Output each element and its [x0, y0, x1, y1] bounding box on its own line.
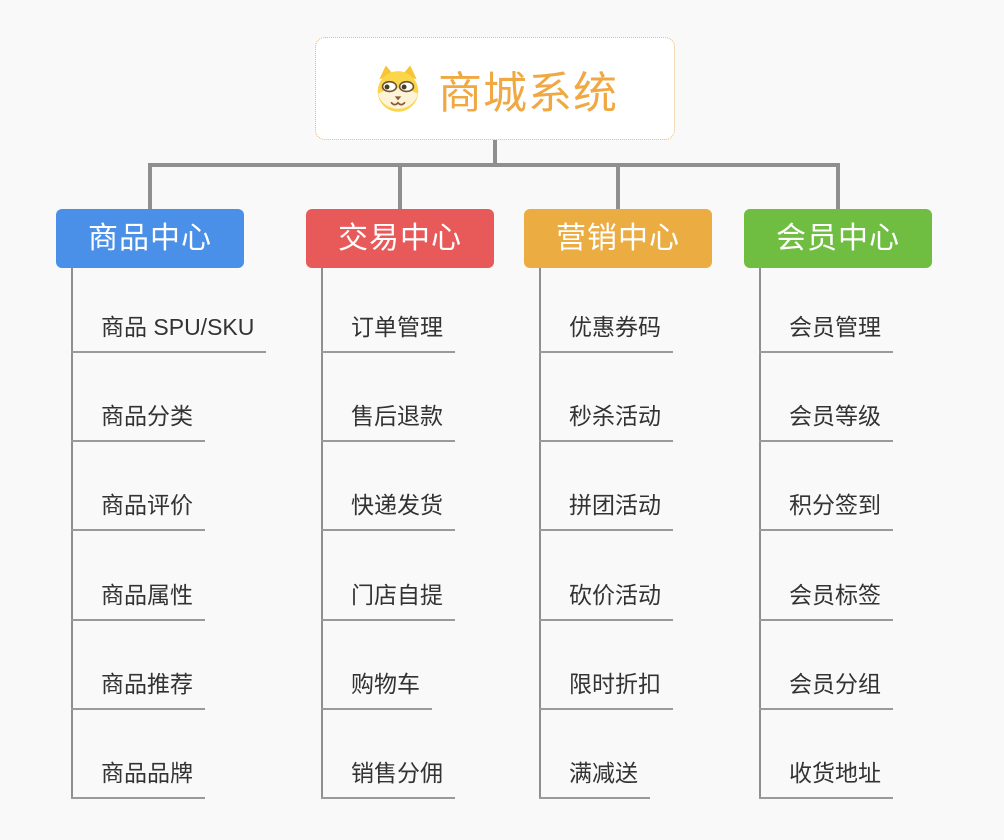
branch-column-trade: 交易中心 订单管理 售后退款 快递发货 门店自提 购物车 销售分佣 [306, 0, 566, 840]
leaf-node[interactable]: 秒杀活动 [539, 397, 673, 442]
branch-column-product: 商品中心 商品 SPU/SKU 商品分类 商品评价 商品属性 商品推荐 商品品牌 [56, 0, 316, 840]
branch-drop-line [398, 163, 402, 210]
leaf-node[interactable]: 拼团活动 [539, 486, 673, 531]
branch-drop-line [836, 163, 840, 210]
leaf-node[interactable]: 收货地址 [759, 754, 893, 799]
dog-face-icon [372, 63, 424, 115]
leaf-node[interactable]: 门店自提 [321, 576, 455, 621]
leaf-node[interactable]: 商品品牌 [71, 754, 205, 799]
branch-node-marketing[interactable]: 营销中心 [524, 209, 712, 268]
leaf-node[interactable]: 限时折扣 [539, 665, 673, 710]
leaf-node[interactable]: 购物车 [321, 665, 432, 710]
child-connector-line [759, 268, 761, 799]
branch-column-marketing: 营销中心 优惠券码 秒杀活动 拼团活动 砍价活动 限时折扣 满减送 [524, 0, 784, 840]
leaf-node[interactable]: 商品推荐 [71, 665, 205, 710]
leaf-node[interactable]: 会员标签 [759, 576, 893, 621]
leaf-node[interactable]: 会员等级 [759, 397, 893, 442]
leaf-node[interactable]: 快递发货 [321, 486, 455, 531]
leaf-node[interactable]: 满减送 [539, 754, 650, 799]
root-title: 商城系统 [438, 68, 618, 118]
leaf-node[interactable]: 销售分佣 [321, 754, 455, 799]
leaf-node[interactable]: 商品评价 [71, 486, 205, 531]
child-connector-line [321, 268, 323, 799]
leaf-node[interactable]: 商品 SPU/SKU [71, 308, 267, 353]
leaf-node[interactable]: 会员管理 [759, 308, 893, 353]
root-node[interactable]: 商城系统 [315, 37, 675, 140]
branch-drop-line [148, 163, 152, 210]
branch-connector-line [148, 163, 840, 167]
branch-node-product[interactable]: 商品中心 [56, 209, 244, 268]
leaf-node[interactable]: 商品属性 [71, 576, 205, 621]
branch-column-member: 会员中心 会员管理 会员等级 积分签到 会员标签 会员分组 收货地址 [744, 0, 1004, 840]
root-connector-line [493, 140, 497, 165]
leaf-node[interactable]: 售后退款 [321, 397, 455, 442]
leaf-node[interactable]: 订单管理 [321, 308, 455, 353]
leaf-node[interactable]: 积分签到 [759, 486, 893, 531]
child-connector-line [539, 268, 541, 799]
leaf-node[interactable]: 优惠券码 [539, 308, 673, 353]
child-connector-line [71, 268, 73, 799]
leaf-node[interactable]: 会员分组 [759, 665, 893, 710]
branch-node-member[interactable]: 会员中心 [744, 209, 932, 268]
branch-drop-line [616, 163, 620, 210]
leaf-node[interactable]: 商品分类 [71, 397, 205, 442]
leaf-node[interactable]: 砍价活动 [539, 576, 673, 621]
branch-node-trade[interactable]: 交易中心 [306, 209, 494, 268]
